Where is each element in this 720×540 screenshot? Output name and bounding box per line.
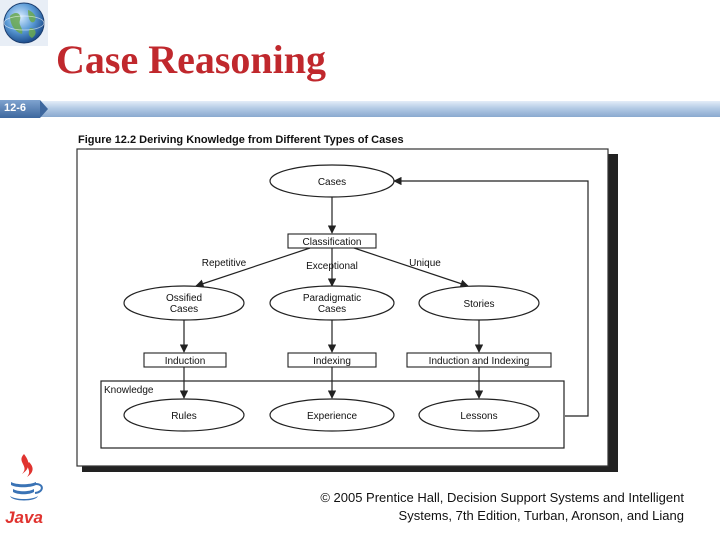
paradigmatic-cases-label-2: Cases <box>318 304 346 315</box>
induction-indexing-label: Induction and Indexing <box>429 356 530 367</box>
knowledge-container <box>100 380 565 449</box>
arrow-to-stories <box>353 247 469 288</box>
rules-node <box>123 398 245 432</box>
experience-node <box>269 398 395 432</box>
knowledge-label: Knowledge <box>104 385 154 396</box>
slide-number: 12-6 <box>4 102 27 114</box>
header-bar <box>0 100 720 118</box>
stories-label: Stories <box>463 299 494 310</box>
lessons-label: Lessons <box>460 411 497 422</box>
credit-line-1: © 2005 Prentice Hall, Decision Support S… <box>320 490 684 505</box>
branch-label-repetitive: Repetitive <box>202 258 247 269</box>
feedback-arrow <box>393 176 589 417</box>
arrow-to-ossified <box>195 247 311 288</box>
indexing-label: Indexing <box>313 356 351 367</box>
induction-box <box>143 352 227 368</box>
slide-title: Case Reasoning <box>56 37 327 82</box>
paradigmatic-cases-label-1: Paradigmatic <box>303 293 361 304</box>
ossified-cases-label-1: Ossified <box>166 293 202 304</box>
globe-logo <box>0 0 48 46</box>
classification-label: Classification <box>303 237 362 248</box>
branch-label-exceptional: Exceptional <box>306 261 358 272</box>
ossified-cases-label-2: Cases <box>170 304 198 315</box>
svg-text:Java: Java <box>5 508 43 527</box>
credit-line-2: Systems, 7th Edition, Turban, Aronson, a… <box>398 508 684 523</box>
lessons-node <box>418 398 540 432</box>
induction-label: Induction <box>165 356 206 367</box>
copyright-credit: © 2005 Prentice Hall, Decision Support S… <box>244 489 684 525</box>
cases-node-label: Cases <box>318 177 346 188</box>
experience-label: Experience <box>307 411 357 422</box>
rules-label: Rules <box>171 411 197 422</box>
java-logo: Java <box>5 454 43 527</box>
branch-label-unique: Unique <box>409 258 441 269</box>
figure-caption: Figure 12.2 Deriving Knowledge from Diff… <box>78 134 404 146</box>
